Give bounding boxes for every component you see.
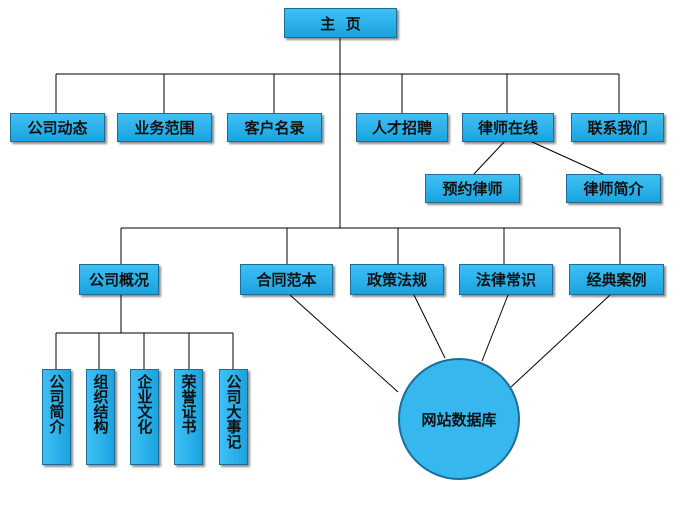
- node-corporate-culture[interactable]: 企业文化: [130, 369, 159, 465]
- node-company-milestones[interactable]: 公司大事记: [219, 369, 248, 465]
- node-recruitment[interactable]: 人才招聘: [356, 113, 448, 142]
- node-legal-knowledge[interactable]: 法律常识: [459, 264, 553, 295]
- node-company-news[interactable]: 公司动态: [10, 113, 105, 142]
- node-book-lawyer[interactable]: 预约律师: [425, 174, 520, 203]
- node-contract-templates[interactable]: 合同范本: [240, 264, 333, 295]
- node-org-structure[interactable]: 组织结构: [86, 369, 115, 465]
- node-policies-regulations[interactable]: 政策法规: [350, 264, 444, 295]
- home-node[interactable]: 主 页: [284, 8, 397, 38]
- node-lawyer-online[interactable]: 律师在线: [462, 113, 554, 142]
- node-contact-us[interactable]: 联系我们: [571, 113, 664, 142]
- node-business-scope[interactable]: 业务范围: [117, 113, 212, 142]
- node-classic-cases[interactable]: 经典案例: [569, 264, 664, 295]
- node-honor-certificates[interactable]: 荣誉证书: [174, 369, 203, 465]
- node-company-profile[interactable]: 公司简介: [42, 369, 71, 465]
- website-database-node[interactable]: 网站数据库: [398, 358, 520, 480]
- node-company-overview[interactable]: 公司概况: [79, 264, 159, 295]
- node-lawyer-profile[interactable]: 律师简介: [566, 174, 661, 203]
- node-client-list[interactable]: 客户名录: [227, 113, 322, 142]
